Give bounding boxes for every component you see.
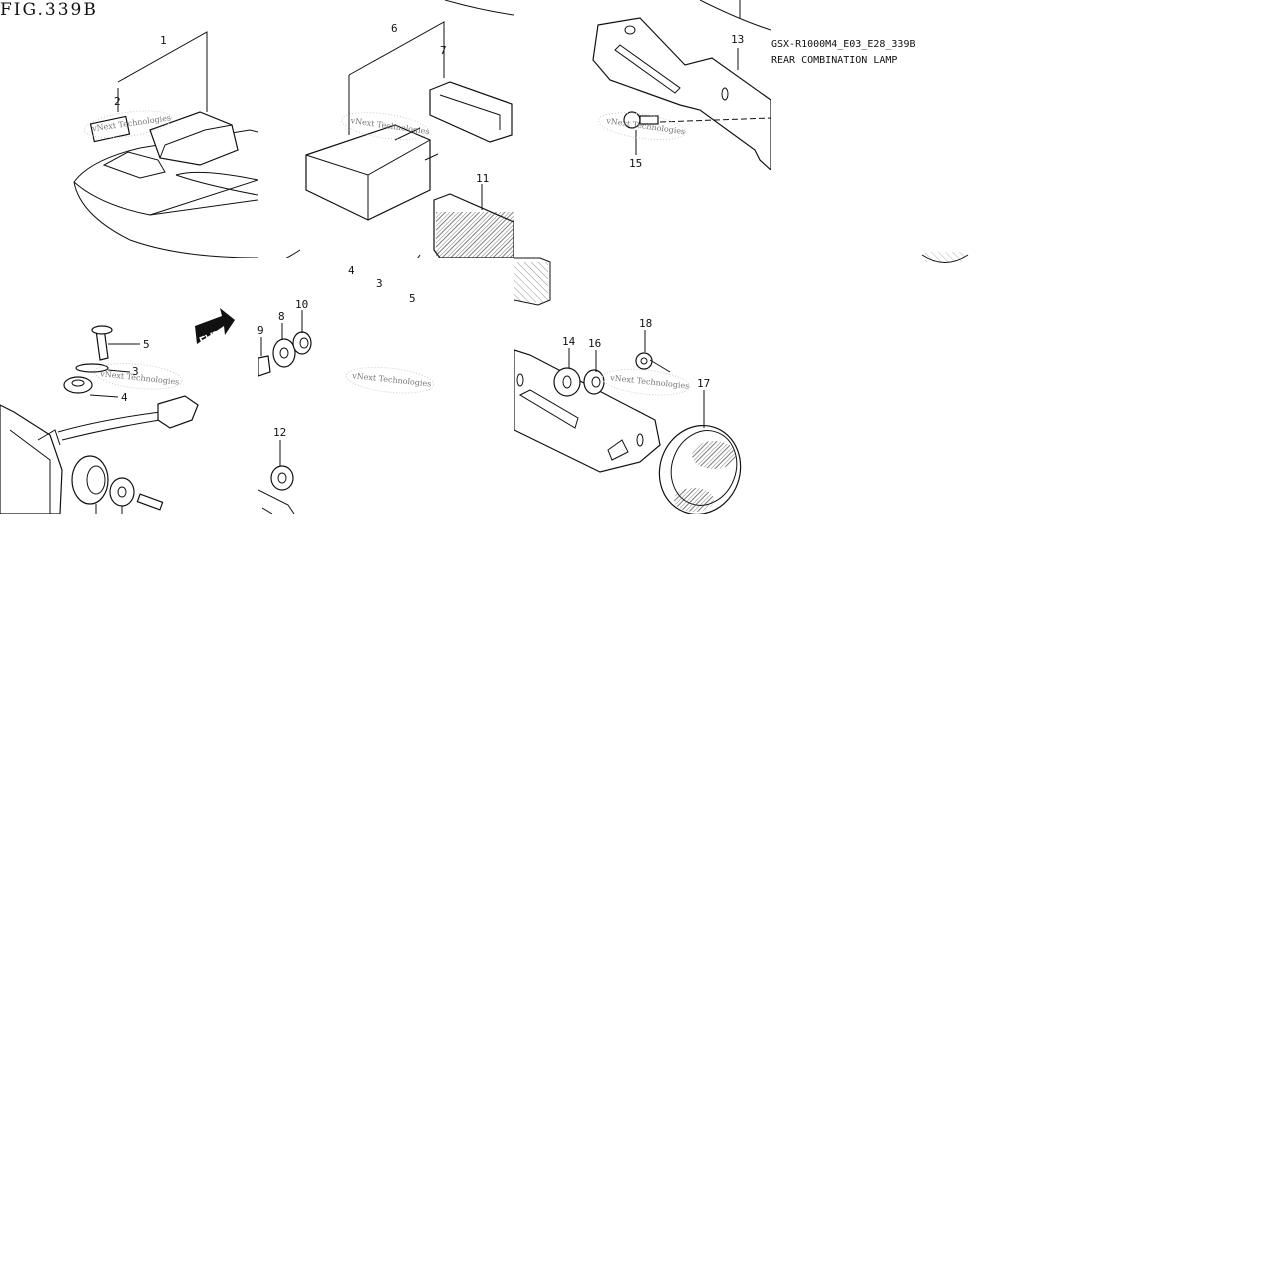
callout-18: 18 xyxy=(639,317,652,330)
callout-5: 5 xyxy=(409,292,416,305)
panel-e xyxy=(258,310,312,514)
panel-f xyxy=(514,330,742,514)
callout-2: 2 xyxy=(114,95,121,108)
callout-8: 8 xyxy=(278,310,285,323)
watermark-4: vNext Technologies xyxy=(93,363,183,390)
panel-a xyxy=(73,31,258,258)
svg-text:vNext Technologies: vNext Technologies xyxy=(609,373,690,390)
callout-1: 1 xyxy=(160,34,167,47)
left-callout-3: 3 xyxy=(132,365,139,378)
callout-13: 13 xyxy=(731,33,744,46)
callout-16: 16 xyxy=(588,337,601,350)
callout-6: 6 xyxy=(391,22,398,35)
panel-c xyxy=(592,0,771,170)
callout-11: 11 xyxy=(476,172,489,185)
model-block: GSX-R1000M4_E03_E28_339B REAR COMBINATIO… xyxy=(771,37,916,69)
svg-text:vNext Technologies: vNext Technologies xyxy=(99,369,180,386)
callout-4: 4 xyxy=(348,264,355,277)
callout-15: 15 xyxy=(629,157,642,170)
panel-b xyxy=(285,0,514,258)
callout-12: 12 xyxy=(273,426,286,439)
left-callout-5: 5 xyxy=(143,338,150,351)
fwd-arrow-icon: FWD xyxy=(195,308,235,349)
callout-17: 17 xyxy=(697,377,710,390)
panel-d xyxy=(0,325,199,514)
watermark-5: vNext Technologies xyxy=(345,366,435,394)
watermark-3: vNext Technologies xyxy=(597,112,687,141)
callout-9: 9 xyxy=(257,324,264,337)
callout-3: 3 xyxy=(376,277,383,290)
callout-7: 7 xyxy=(440,44,447,57)
left-callout-4: 4 xyxy=(121,391,128,404)
callout-10: 10 xyxy=(295,298,308,311)
section-name: REAR COMBINATION LAMP xyxy=(771,55,898,66)
watermark-6: vNext Technologies xyxy=(601,368,691,396)
callout-14: 14 xyxy=(562,335,576,348)
model-code: GSX-R1000M4_E03_E28_339B xyxy=(771,39,916,50)
figure-title: FIG.339B xyxy=(0,0,98,20)
